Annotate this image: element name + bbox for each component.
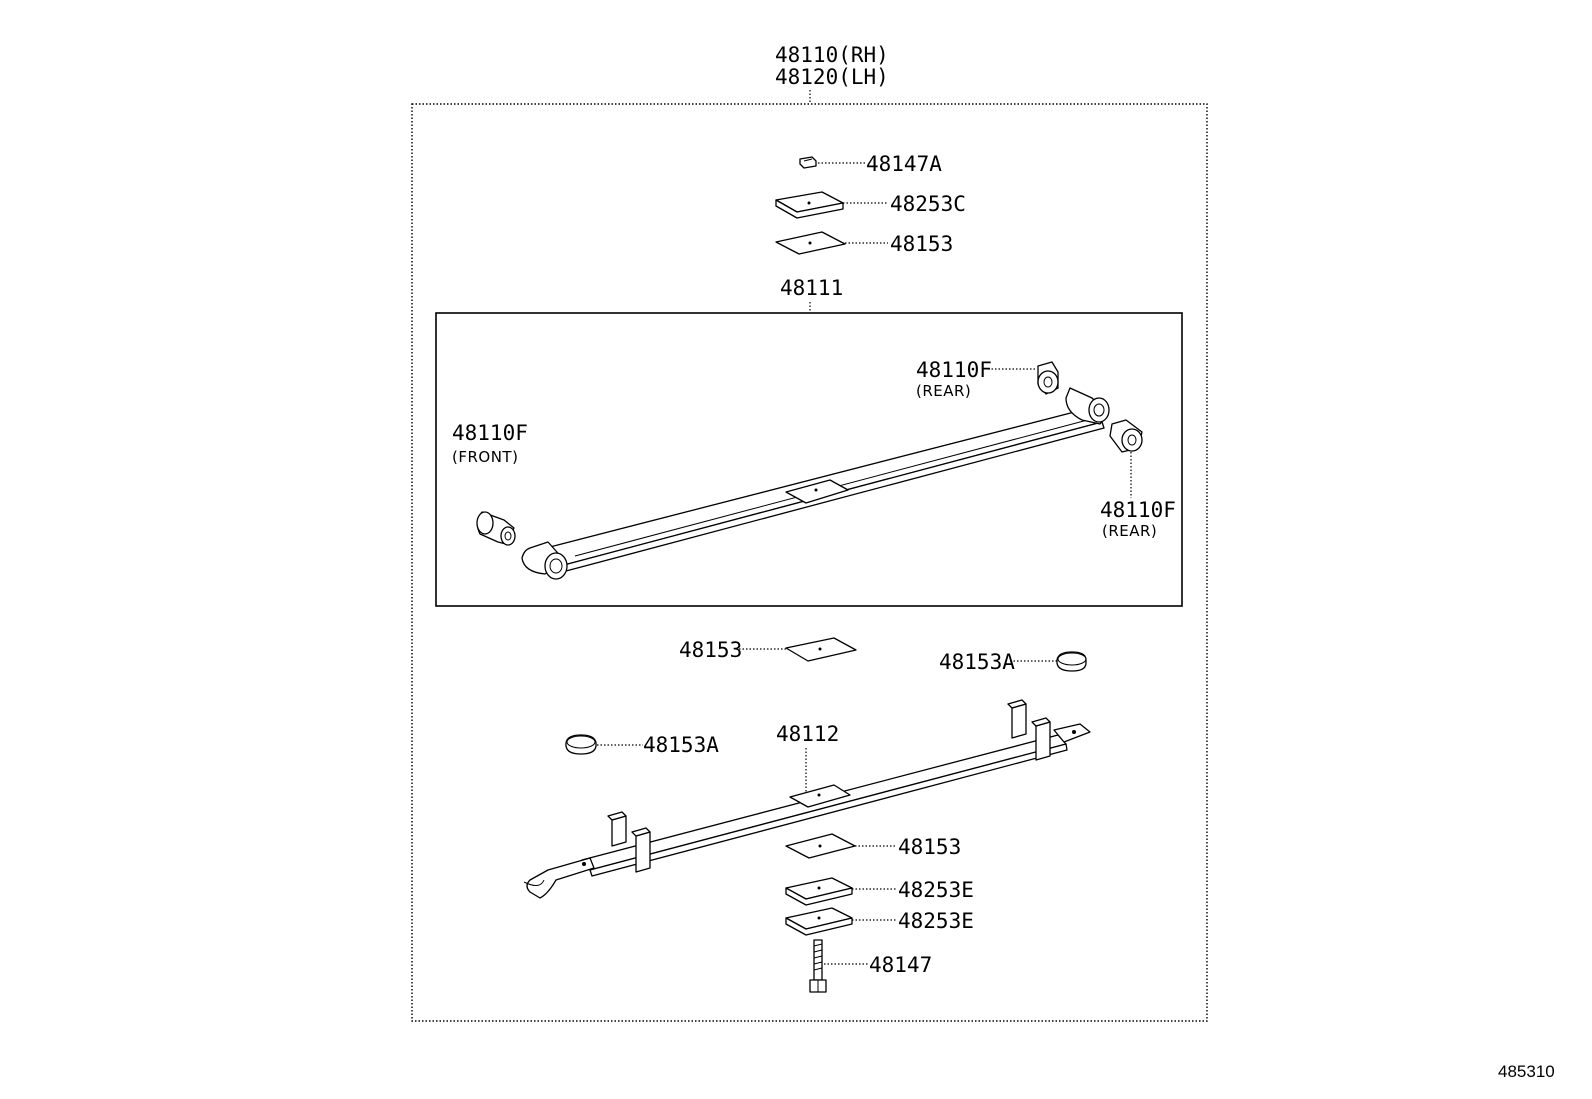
lower-plate-1-callout[interactable]: 48253E [898,878,974,902]
front-bushing-note: (FRONT) [452,448,518,466]
assembly-frame [411,103,1208,1022]
center-bolt-part[interactable] [809,939,827,993]
upper-pad-callout[interactable]: 48153 [890,232,953,256]
nut-part[interactable] [799,156,817,169]
subassembly-frame [435,312,1183,607]
front-bushing-callout[interactable]: 48110F [452,421,528,445]
right-insulator-part[interactable] [1056,651,1087,672]
rear-bushing-top-note: (REAR) [916,382,971,400]
upper-plate-callout[interactable]: 48253C [890,192,966,216]
rear-bushing-right-callout[interactable]: 48110F [1100,498,1176,522]
nut-callout[interactable]: 48147A [866,152,942,176]
left-insulator-callout[interactable]: 48153A [643,733,719,757]
right-insulator-callout[interactable]: 48153A [939,650,1015,674]
front-bushing-part[interactable] [476,511,516,546]
lower-leaf-spring[interactable] [523,699,1091,899]
rear-bushing-top-part[interactable] [1037,361,1059,395]
lower-pad-callout[interactable]: 48153 [898,835,961,859]
middle-pad-part[interactable] [785,637,857,662]
upper-pad-part[interactable] [775,231,846,255]
diagram-reference: 485310 [1498,1062,1555,1081]
rear-bushing-right-part[interactable] [1109,419,1143,453]
lower-plate-2-callout[interactable]: 48253E [898,909,974,933]
subassembly-label[interactable]: 48111 [780,276,843,300]
upper-plate-part[interactable] [775,191,844,219]
lower-plate-2-part[interactable] [785,907,853,936]
rear-bushing-top-callout[interactable]: 48110F [916,358,992,382]
assembly-label-lh[interactable]: 48120(LH) [775,65,889,89]
lower-pad-part[interactable] [785,833,856,859]
rear-bushing-right-note: (REAR) [1102,522,1157,540]
center-bolt-callout[interactable]: 48147 [869,953,932,977]
lower-leaf-callout[interactable]: 48112 [776,722,839,746]
assembly-label-rh[interactable]: 48110(RH) [775,43,889,67]
left-insulator-part[interactable] [565,734,597,755]
middle-pad-callout[interactable]: 48153 [679,638,742,662]
lower-plate-1-part[interactable] [785,877,853,906]
main-leaf-spring[interactable] [521,387,1110,580]
